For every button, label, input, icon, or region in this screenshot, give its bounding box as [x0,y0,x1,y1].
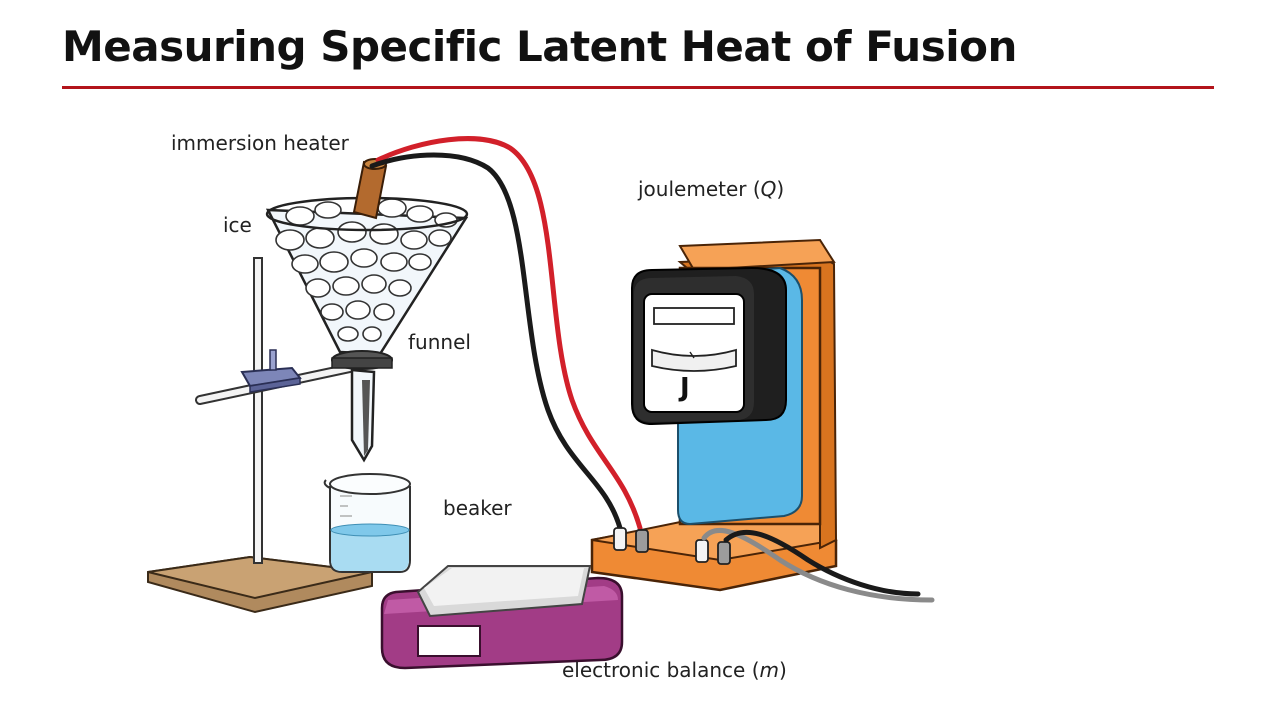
meter-counter [653,307,735,325]
balance-display [417,625,481,657]
label-ice: ice [223,213,252,237]
label-immersion-heater: immersion heater [171,131,349,155]
funnel [265,196,469,463]
label-electronic-balance: electronic balance (m) [562,658,787,682]
beaker-water [331,530,409,571]
ice-cubes [275,198,458,342]
red-wire [375,136,643,531]
joulemeter-icon: J [590,238,935,603]
stand-rod [253,257,263,564]
beaker [323,473,411,573]
boss-clamp [240,349,302,393]
label-balance-text: electronic balance [562,658,746,682]
terminals [613,527,731,565]
meter-scale [651,348,737,372]
title-underline [62,86,1214,89]
label-joulemeter: joulemeter (Q) [638,177,785,201]
label-joulemeter-symbol: Q [760,177,777,201]
label-joulemeter-text: joulemeter [638,177,747,201]
label-balance-symbol: m [759,658,780,682]
meter-unit-label: J [678,373,690,403]
black-wire [369,152,623,531]
label-beaker: beaker [443,496,512,520]
label-funnel: funnel [408,330,471,354]
grey-lead [701,527,935,603]
slide-title: Measuring Specific Latent Heat of Fusion [62,22,1017,71]
electronic-balance [380,565,624,670]
black-lead [723,529,921,597]
retort-stand [147,257,373,614]
